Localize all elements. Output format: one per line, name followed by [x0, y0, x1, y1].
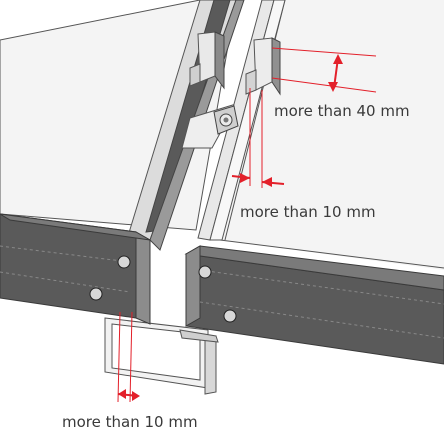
lower-u-bracket	[104, 317, 219, 395]
dimension-10mm-middle	[231, 88, 285, 188]
dimension-40mm	[271, 47, 377, 93]
left-horizontal-beam	[0, 213, 151, 325]
bolt-nut	[213, 105, 239, 135]
left-clip	[189, 31, 225, 90]
dimension-10mm-bottom	[117, 311, 140, 403]
clearance-top-label: more than 40 mm	[274, 102, 410, 120]
clearance-middle-label: more than 10 mm	[240, 203, 376, 221]
right-clip	[245, 37, 281, 96]
right-horizontal-beam	[184, 245, 444, 365]
clearance-bottom-label: more than 10 mm	[62, 413, 198, 431]
